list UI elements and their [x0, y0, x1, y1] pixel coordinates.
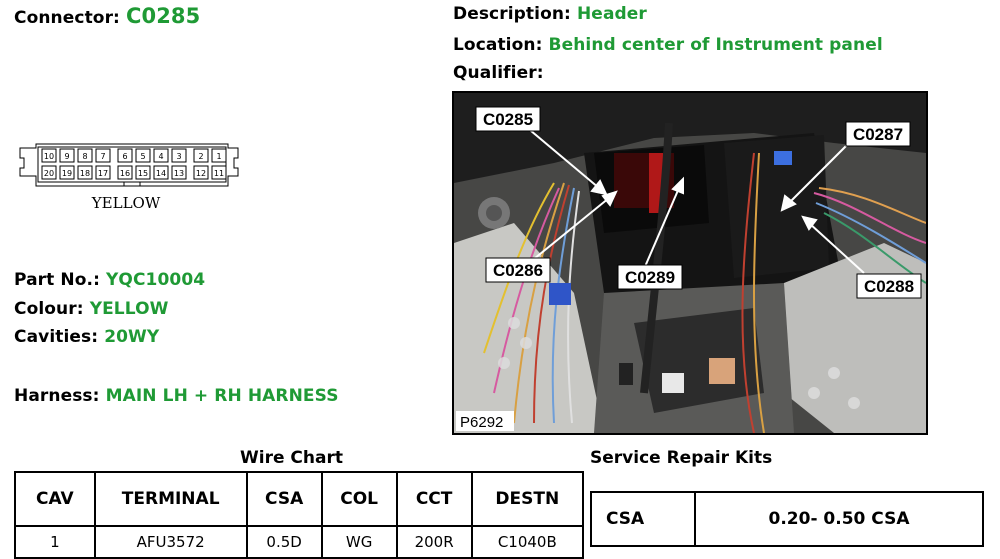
pin-cavity	[135, 165, 151, 180]
pin-number: 13	[174, 169, 184, 178]
colour-label: Colour:	[14, 299, 84, 319]
pin-number: 9	[64, 152, 69, 161]
table-cell: C1040B	[470, 525, 585, 559]
pin-number: 1	[216, 152, 221, 161]
table-cell: AFU3572	[93, 525, 248, 559]
table-cell: 200R	[395, 525, 473, 559]
pin-number: 6	[122, 152, 127, 161]
pin-number: 18	[80, 169, 90, 178]
pin-cavity	[77, 165, 93, 180]
bottom-pin-row: 20 19 18 17 16 15 14 13 12 11	[41, 165, 227, 180]
pin-cavity	[41, 148, 57, 163]
wire-chart-header-cct: CCT	[395, 471, 473, 527]
pin-cavity	[77, 148, 93, 163]
description-label: Description:	[453, 4, 571, 24]
location-field: Location: Behind center of Instrument pa…	[453, 35, 883, 55]
pin-cavity	[95, 165, 111, 180]
pin-number: 4	[158, 152, 163, 161]
colour-value: YELLOW	[89, 299, 169, 319]
location-label: Location:	[453, 35, 543, 55]
pin-number: 15	[138, 169, 148, 178]
table-cell: CSA	[590, 491, 696, 547]
table-cell: WG	[320, 525, 398, 559]
repair-kits-title: Service Repair Kits	[590, 448, 773, 468]
wire-chart-header-terminal: TERMINAL	[93, 471, 248, 527]
connector-value: C0285	[126, 4, 201, 28]
callout-c0288: C0288	[864, 277, 914, 296]
pin-number: 7	[100, 152, 105, 161]
pin-number: 19	[62, 169, 72, 178]
pin-number: 5	[140, 152, 145, 161]
callout-c0286: C0286	[493, 261, 543, 280]
connector-label: Connector:	[14, 8, 120, 28]
harness-value: MAIN LH + RH HARNESS	[105, 386, 339, 406]
pin-cavity	[153, 165, 169, 180]
table-cell: 0.5D	[245, 525, 323, 559]
connector-field: Connector: C0285	[14, 4, 200, 28]
wire-chart-header-col: COL	[320, 471, 398, 527]
part-number-value: YQC10004	[106, 270, 206, 290]
pin-number: 10	[44, 152, 54, 161]
harness-field: Harness: MAIN LH + RH HARNESS	[14, 386, 339, 406]
pin-cavity	[211, 148, 227, 163]
description-field: Description: Header	[453, 4, 647, 24]
pin-cavity	[171, 165, 187, 180]
pin-number: 8	[82, 152, 87, 161]
harness-label: Harness:	[14, 386, 100, 406]
pin-number: 14	[156, 169, 166, 178]
wire-chart-title: Wire Chart	[240, 448, 343, 468]
pin-number: 20	[44, 169, 54, 178]
pin-cavity	[171, 148, 187, 163]
pin-number: 2	[198, 152, 203, 161]
cavities-value: 20WY	[104, 327, 160, 347]
description-value: Header	[576, 4, 647, 24]
pin-number: 16	[120, 169, 130, 178]
wire-chart-header-csa: CSA	[245, 471, 323, 527]
connector-colour-caption: YELLOW	[91, 194, 161, 212]
callout-c0287: C0287	[853, 125, 903, 144]
pin-cavity	[211, 165, 227, 180]
pin-number: 12	[196, 169, 206, 178]
pin-number: 3	[176, 152, 181, 161]
callout-c0285: C0285	[483, 110, 533, 129]
qualifier-label: Qualifier:	[453, 63, 544, 83]
pin-cavity	[117, 148, 133, 163]
pin-cavity	[153, 148, 169, 163]
location-value: Behind center of Instrument panel	[548, 35, 883, 55]
pin-cavity	[193, 148, 209, 163]
cavities-label: Cavities:	[14, 327, 99, 347]
pin-cavity	[117, 165, 133, 180]
colour-field: Colour: YELLOW	[14, 299, 168, 319]
table-cell: 1	[14, 525, 96, 559]
pin-cavity	[193, 165, 209, 180]
table-cell: 0.20- 0.50 CSA	[694, 491, 984, 547]
pin-number: 11	[214, 169, 224, 178]
pin-cavity	[95, 148, 111, 163]
wire-chart-header-destn: DESTN	[470, 471, 585, 527]
part-number-label: Part No.:	[14, 270, 100, 290]
pin-cavity	[41, 165, 57, 180]
top-pin-row: 10 9 8 7 6 5 4 3 2 1	[41, 148, 227, 163]
pin-cavity	[135, 148, 151, 163]
part-number-field: Part No.: YQC10004	[14, 270, 205, 290]
pin-cavity	[59, 148, 75, 163]
qualifier-field: Qualifier:	[453, 63, 544, 83]
photo-id: P6292	[460, 414, 503, 431]
wire-chart-header-cav: CAV	[14, 471, 96, 527]
callout-c0289: C0289	[625, 268, 675, 287]
pin-number: 17	[98, 169, 108, 178]
cavities-field: Cavities: 20WY	[14, 327, 159, 347]
pin-cavity	[59, 165, 75, 180]
connector-location-photo: C0285 C0287 C0286 C0289 C0288 P6292	[452, 91, 928, 435]
